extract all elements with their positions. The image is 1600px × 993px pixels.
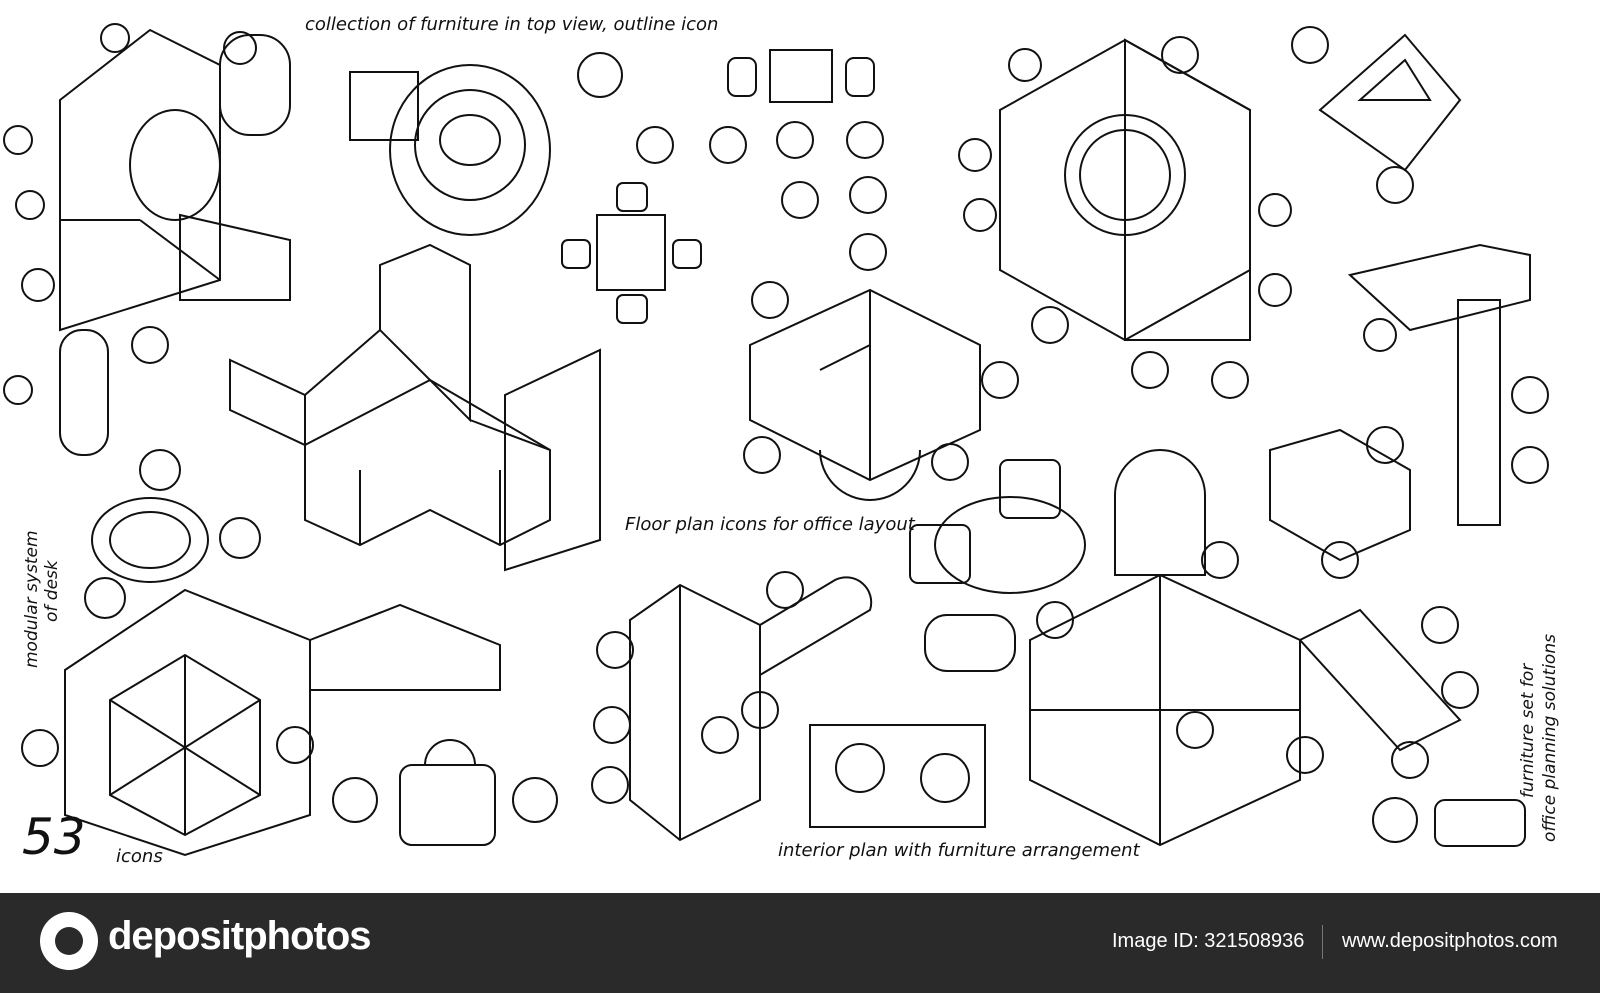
round-table-with-rug <box>349 52 623 236</box>
floor-plan-caption-1: Floor plan icons for office layout <box>625 514 915 535</box>
footer-divider <box>1322 925 1323 959</box>
modular-caption-2: of desk <box>42 560 62 622</box>
lounge-rug <box>809 459 1086 828</box>
icon-count-number: 53 <box>22 808 86 866</box>
modular-caption-1: modular system <box>22 530 42 668</box>
cubicle-cluster-right <box>743 281 1019 501</box>
furniture-set-caption-2: office planning solutions <box>1540 634 1560 842</box>
icon-count-label: icons <box>116 846 163 867</box>
website-link[interactable]: www.depositphotos.com <box>1342 930 1558 952</box>
desk-bottom-center <box>591 571 873 842</box>
dining-table-top <box>727 49 875 103</box>
watermark-footer <box>0 893 1600 993</box>
floor-plan-drawing <box>3 23 1549 857</box>
l-desk-far-right <box>1347 243 1549 526</box>
square-table-chairs <box>561 182 702 324</box>
triangle-desk-top-right <box>1291 26 1462 204</box>
cubicle-cluster-bottom-right <box>924 426 1526 847</box>
meeting-table-left <box>84 449 261 619</box>
brand-name[interactable]: depositphotos <box>108 914 372 958</box>
modular-desk-top-left <box>3 23 291 456</box>
top-title: collection of furniture in top view, out… <box>305 14 719 35</box>
illustration-canvas: collection of furniture in top view, out… <box>3 14 1560 867</box>
interior-plan-caption: interior plan with furniture arrangement <box>778 840 1140 861</box>
furniture-set-caption-1: furniture set for <box>1518 663 1538 798</box>
camera-aperture-logo-icon <box>40 912 98 970</box>
armchair-bottom <box>332 739 558 846</box>
cubicle-cluster-center <box>229 243 601 572</box>
hexagon-desk-top-right <box>958 36 1292 399</box>
hexagon-desk-bottom-left <box>21 588 501 857</box>
image-id: Image ID: 321508936 <box>1112 930 1305 952</box>
people-icons <box>636 121 887 271</box>
